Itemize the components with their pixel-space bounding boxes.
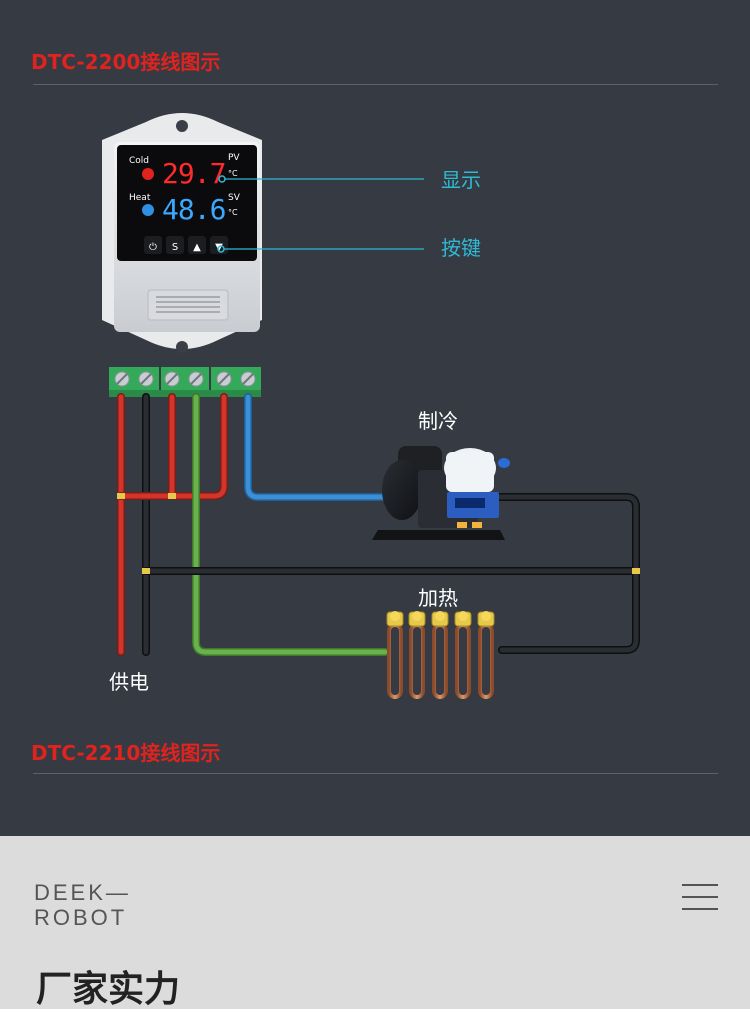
brand-line-2: ROBOT xyxy=(34,905,128,930)
set-icon: S xyxy=(172,242,178,253)
pv-unit: °C xyxy=(228,169,238,178)
cover-grille xyxy=(156,296,220,313)
cold-label: Cold xyxy=(129,156,149,166)
brand-line-1: DEEK— xyxy=(34,880,131,905)
set-button[interactable]: S xyxy=(166,236,184,254)
heat-label: Heat xyxy=(129,193,151,203)
compressor-unit xyxy=(372,446,510,540)
callout-keys-line xyxy=(217,245,424,253)
cold-indicator xyxy=(142,168,154,180)
callout-display-line xyxy=(218,175,424,183)
menu-icon-bar xyxy=(682,896,718,898)
divider xyxy=(33,84,718,85)
heater-elements xyxy=(386,611,495,699)
sv-value: 48.6 xyxy=(162,193,226,226)
power-button[interactable]: ⏻ xyxy=(144,236,162,254)
mount-hole-top xyxy=(176,120,188,132)
sv-unit: °C xyxy=(228,208,238,217)
heat-indicator xyxy=(142,204,154,216)
section-title-dtc2200: DTC-2200接线图示 xyxy=(31,50,221,74)
footer-panel xyxy=(0,836,750,1009)
callout-keys-label: 按键 xyxy=(441,236,481,260)
menu-button[interactable] xyxy=(682,884,718,912)
mount-hole-bottom xyxy=(176,341,188,353)
pv-value: 29.7 xyxy=(162,157,225,190)
brand-logo: DEEK— ROBOT xyxy=(34,880,131,930)
factory-strength-heading: 厂家实力 xyxy=(36,969,181,1010)
cooling-label: 制冷 xyxy=(418,409,458,433)
section-title-dtc2210: DTC-2210接线图示 xyxy=(31,741,221,765)
temperature-controller xyxy=(102,113,262,353)
power-icon: ⏻ xyxy=(149,242,157,253)
heating-label: 加热 xyxy=(418,586,458,610)
callout-display-label: 显示 xyxy=(441,168,481,192)
divider xyxy=(33,773,718,774)
pv-label: PV xyxy=(228,153,240,163)
terminal-cover xyxy=(147,289,229,321)
terminal-block xyxy=(109,367,261,397)
up-arrow-icon: ▲ xyxy=(193,242,201,253)
menu-icon-bar xyxy=(682,884,718,886)
wiring-diagram: Cold 29.7 PV °C Heat 48.6 SV °C ⏻ S ▲ ▼ … xyxy=(102,113,640,699)
sv-label: SV xyxy=(228,193,241,203)
wires xyxy=(117,393,640,656)
up-button[interactable]: ▲ xyxy=(188,236,206,254)
menu-icon-bar xyxy=(682,908,718,910)
power-supply-label: 供电 xyxy=(109,670,149,694)
